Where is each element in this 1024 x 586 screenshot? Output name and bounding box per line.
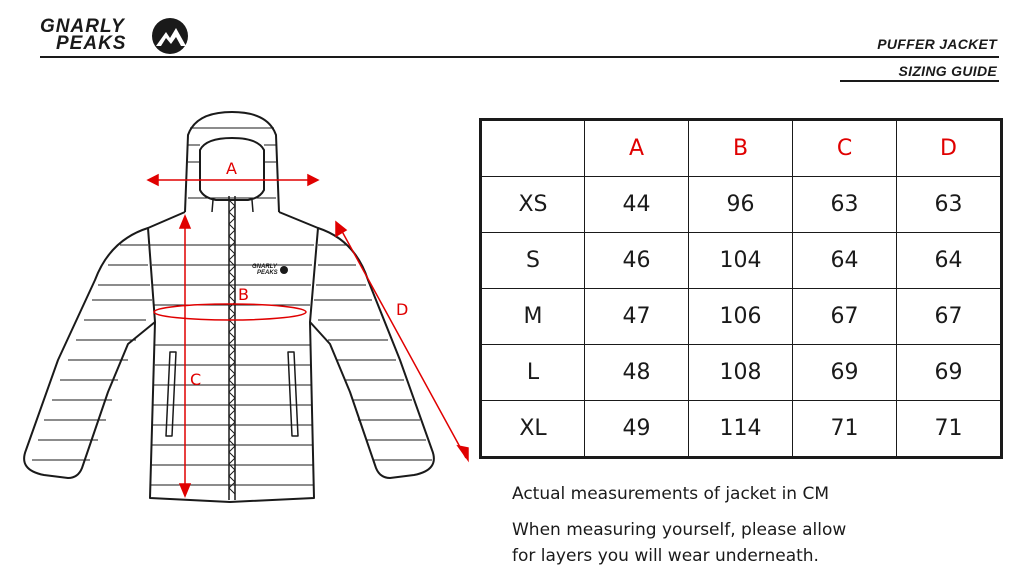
hood-outline [184, 111, 280, 213]
value-cell: 69 [896, 344, 1001, 401]
size-cell: S [481, 232, 585, 289]
value-cell: 67 [896, 288, 1001, 345]
measure-a-label: A [226, 159, 237, 178]
left-sleeve [23, 227, 156, 479]
size-table: A B C D XS 44 96 63 63 S 46 104 64 64 M … [479, 118, 1003, 459]
value-cell: 64 [792, 232, 897, 289]
brand-logo-line1: GNARLY [40, 16, 125, 37]
product-title: PUFFER JACKET [877, 36, 997, 52]
chest-logo-line1: GNARLY [252, 264, 278, 270]
body-outline [147, 211, 319, 503]
column-header: C [792, 120, 897, 177]
value-cell: 48 [584, 344, 689, 401]
value-cell: 44 [584, 176, 689, 233]
value-cell: 63 [896, 176, 1001, 233]
measure-b-label: B [238, 285, 249, 304]
table-row: S 46 104 64 64 [481, 232, 1001, 289]
value-cell: 71 [792, 400, 897, 457]
measure-b-ellipse [153, 303, 307, 321]
value-cell: 71 [896, 400, 1001, 457]
value-cell: 114 [688, 400, 793, 457]
value-cell: 47 [584, 288, 689, 345]
size-cell: L [481, 344, 585, 401]
header-rule-top [40, 56, 999, 58]
mountain-icon [152, 18, 188, 54]
table-row: XL 49 114 71 71 [481, 400, 1001, 457]
value-cell: 69 [792, 344, 897, 401]
size-cell: M [481, 288, 585, 345]
value-cell: 64 [896, 232, 1001, 289]
size-cell: XS [481, 176, 585, 233]
value-cell: 96 [688, 176, 793, 233]
right-pocket [287, 351, 299, 437]
value-cell: 46 [584, 232, 689, 289]
left-pocket [165, 351, 177, 437]
advice-note-line1: When measuring yourself, please allow [512, 520, 847, 540]
header-rule-bottom [840, 80, 999, 82]
column-header: A [584, 120, 689, 177]
jacket-diagram: GNARLY PEAKS A B C D [23, 111, 469, 503]
measure-d-arrow [337, 223, 467, 459]
column-header: D [896, 120, 1001, 177]
value-cell: 108 [688, 344, 793, 401]
column-header: B [688, 120, 793, 177]
zipper [228, 196, 236, 500]
units-note: Actual measurements of jacket in CM [512, 484, 830, 504]
table-row: L 48 108 69 69 [481, 344, 1001, 401]
measure-c-label: C [190, 370, 201, 389]
advice-note-line2: for layers you will wear underneath. [512, 546, 819, 566]
value-cell: 49 [584, 400, 689, 457]
table-header-row: A B C D [481, 120, 1001, 177]
hood-opening [199, 137, 265, 201]
brand-logo: GNARLY PEAKS [40, 14, 200, 56]
size-cell: XL [481, 400, 585, 457]
value-cell: 67 [792, 288, 897, 345]
table-row: M 47 106 67 67 [481, 288, 1001, 345]
table-corner-cell [481, 120, 585, 177]
value-cell: 63 [792, 176, 897, 233]
value-cell: 106 [688, 288, 793, 345]
measure-d-label: D [396, 300, 408, 319]
value-cell: 104 [688, 232, 793, 289]
guide-subtitle: SIZING GUIDE [898, 63, 997, 79]
table-row: XS 44 96 63 63 [481, 176, 1001, 233]
brand-logo-line2: PEAKS [56, 33, 127, 54]
chest-logo-line2: PEAKS [257, 270, 278, 276]
chest-logo-icon [280, 266, 288, 274]
